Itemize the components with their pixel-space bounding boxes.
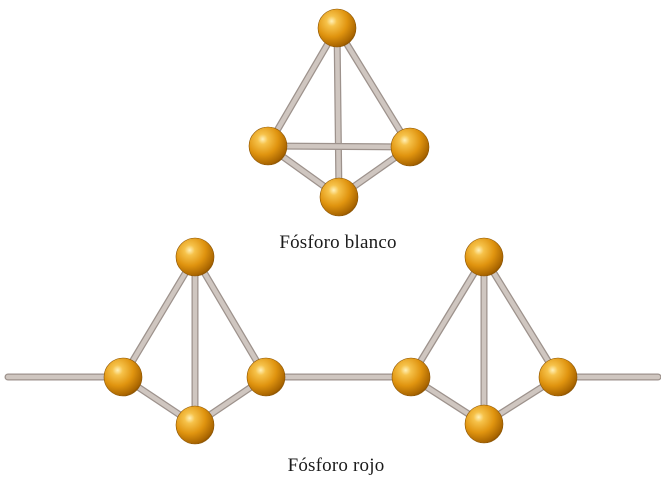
- phosphorus-atom: [464, 404, 504, 444]
- phosphorus-atom: [246, 357, 286, 397]
- phosphorus-atom: [538, 357, 578, 397]
- phosphorus-atom: [390, 127, 430, 167]
- phosphorus-atom: [391, 357, 431, 397]
- phosphorus-atom: [103, 357, 143, 397]
- bond: [120, 254, 198, 380]
- red-phosphorus-caption: Fósforo rojo: [287, 455, 385, 476]
- phosphorus-atom: [248, 126, 288, 166]
- phosphorus-atom: [175, 405, 215, 445]
- bond: [334, 25, 342, 200]
- bond: [192, 254, 269, 380]
- white-phosphorus-caption: Fósforo blanco: [279, 232, 397, 253]
- bond: [265, 25, 340, 149]
- phosphorus-atom: [464, 237, 504, 277]
- bond: [265, 143, 413, 150]
- white-phosphorus-bonds: [264, 24, 414, 201]
- red-phosphorus-atoms: [103, 237, 578, 445]
- white-phosphorus-atoms: [248, 8, 430, 217]
- bond: [481, 254, 561, 380]
- bond: [408, 254, 487, 380]
- phosphorus-atom: [319, 177, 359, 217]
- phosphorus-atom: [317, 8, 357, 48]
- red-phosphorus-chain: [4, 237, 661, 445]
- bond: [334, 25, 413, 150]
- white-phosphorus-molecule: [248, 8, 430, 217]
- phosphorus-atom: [175, 237, 215, 277]
- red-phosphorus-bonds: [4, 253, 661, 429]
